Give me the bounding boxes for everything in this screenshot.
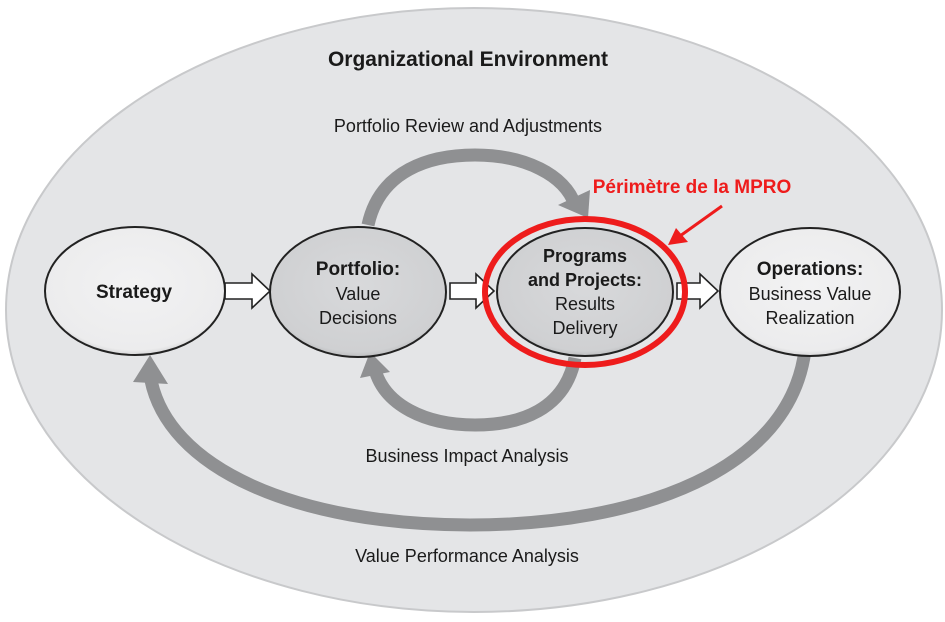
outer-loop-arrow xyxy=(133,349,812,532)
programs-title-1: Programs xyxy=(543,246,627,266)
arrow-programs-to-operations xyxy=(676,272,720,310)
organizational-environment xyxy=(5,7,943,613)
programs-line1: Results xyxy=(555,294,615,314)
bottom-loop-arrow xyxy=(360,352,582,432)
programs-line2: Delivery xyxy=(552,318,617,338)
node-strategy: Strategy xyxy=(44,226,226,356)
programs-title-2: and Projects: xyxy=(528,270,642,290)
top-loop-arrow xyxy=(361,148,590,227)
annotation-arrow xyxy=(668,204,723,245)
environment-title: Organizational Environment xyxy=(328,48,608,71)
operations-line2: Realization xyxy=(765,308,854,328)
node-portfolio: Portfolio: Value Decisions xyxy=(269,226,447,358)
top-loop-label: Portfolio Review and Adjustments xyxy=(334,116,602,136)
arrow-strategy-to-portfolio xyxy=(224,272,272,310)
operations-line1: Business Value xyxy=(749,284,872,304)
strategy-title: Strategy xyxy=(96,282,172,303)
node-operations: Operations: Business Value Realization xyxy=(719,227,901,357)
bottom-loop-label: Business Impact Analysis xyxy=(365,446,568,466)
mpro-annotation-label: Périmètre de la MPRO xyxy=(593,177,792,198)
operations-title: Operations: xyxy=(757,259,864,280)
node-programs-projects: Programs and Projects: Results Delivery xyxy=(496,227,674,357)
outer-loop-label: Value Performance Analysis xyxy=(355,546,579,566)
portfolio-line1: Value xyxy=(336,284,381,304)
mpro-scope-highlight xyxy=(482,216,688,368)
portfolio-line2: Decisions xyxy=(319,308,397,328)
portfolio-title: Portfolio: xyxy=(316,259,400,280)
